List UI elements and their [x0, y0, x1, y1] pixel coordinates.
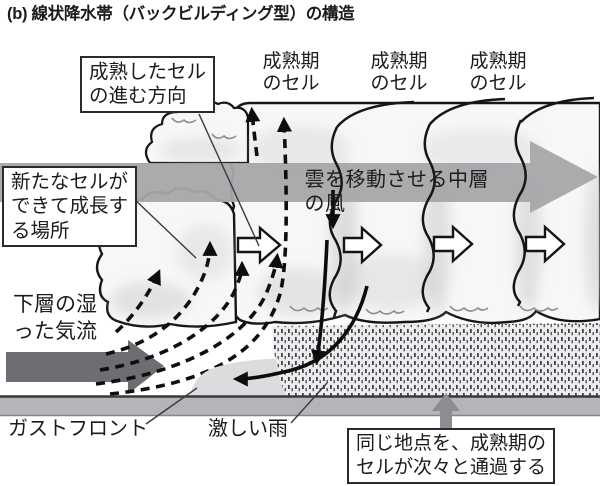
callout-same-point-pass: 同じ地点を、成熟期の セルが次々と通過する: [347, 428, 556, 484]
diagram-title: (b) 線状降水帯（バックビルディング型）の構造: [7, 5, 355, 23]
rain-area: [272, 323, 600, 396]
leader-new-cell: [130, 195, 197, 259]
passing-up-arrow: [432, 393, 460, 430]
label-heavy-rain: 激しい雨: [208, 418, 288, 440]
cloud-shading: [110, 126, 600, 318]
downdraft-arrows: [232, 190, 369, 387]
callout-new-cell-place: 新たなセルが できて成長す る場所: [2, 166, 138, 248]
leader-lines: [130, 113, 328, 425]
leader-mature-direction: [198, 113, 260, 247]
label-mature-cell-1: 成熟期 のセル: [262, 51, 320, 94]
label-mature-cell-3: 成熟期 のセル: [469, 51, 527, 94]
callout-mature-cell-direction: 成熟したセル の進む方向: [80, 56, 216, 113]
leader-gust-front: [145, 387, 198, 425]
label-mid-level-wind: 雲を移動させる中層の風: [304, 169, 489, 215]
label-gust-front: ガストフロント: [8, 418, 148, 440]
cloud-group: [95, 100, 600, 328]
label-low-level-moist-flow: 下層の湿 った気流: [13, 293, 97, 344]
mid-level-wind-arrow: [0, 141, 598, 213]
low-level-jet-arrow: [6, 340, 164, 394]
updraft-dashed-arrows: [95, 106, 292, 396]
label-mature-cell-2: 成熟期 のセル: [370, 51, 428, 94]
leader-heavy-rain: [290, 382, 328, 424]
